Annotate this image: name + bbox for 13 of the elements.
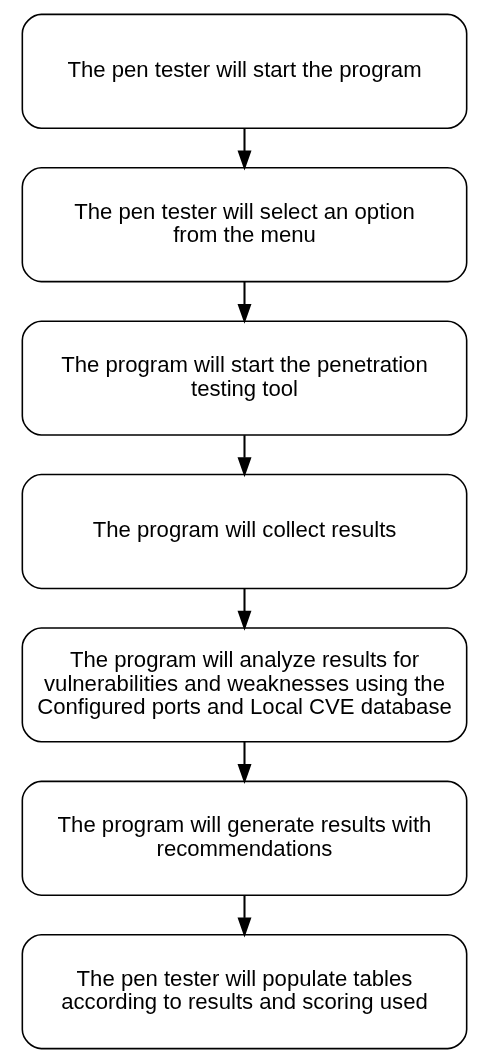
arrow bbox=[237, 128, 252, 171]
node-box: The pen tester will start the program bbox=[21, 13, 468, 130]
arrow bbox=[237, 588, 252, 631]
node-box: The pen tester will populate tables according to results and scoring used bbox=[21, 933, 468, 1050]
node-box: The program will start the penetration testing tool bbox=[21, 320, 468, 436]
arrow bbox=[237, 741, 252, 784]
node-box: The program will analyze results for vulnerabilities and weaknesses using the Configured ports and Local CVE database bbox=[21, 627, 468, 743]
arrow bbox=[237, 281, 252, 324]
node-box: The pen tester will select an option from the menu bbox=[21, 167, 468, 283]
node-box: The program will collect results bbox=[21, 473, 468, 590]
arrow bbox=[237, 895, 252, 938]
arrow bbox=[237, 435, 252, 478]
node-box: The program will generate results with recommendations bbox=[21, 780, 468, 896]
